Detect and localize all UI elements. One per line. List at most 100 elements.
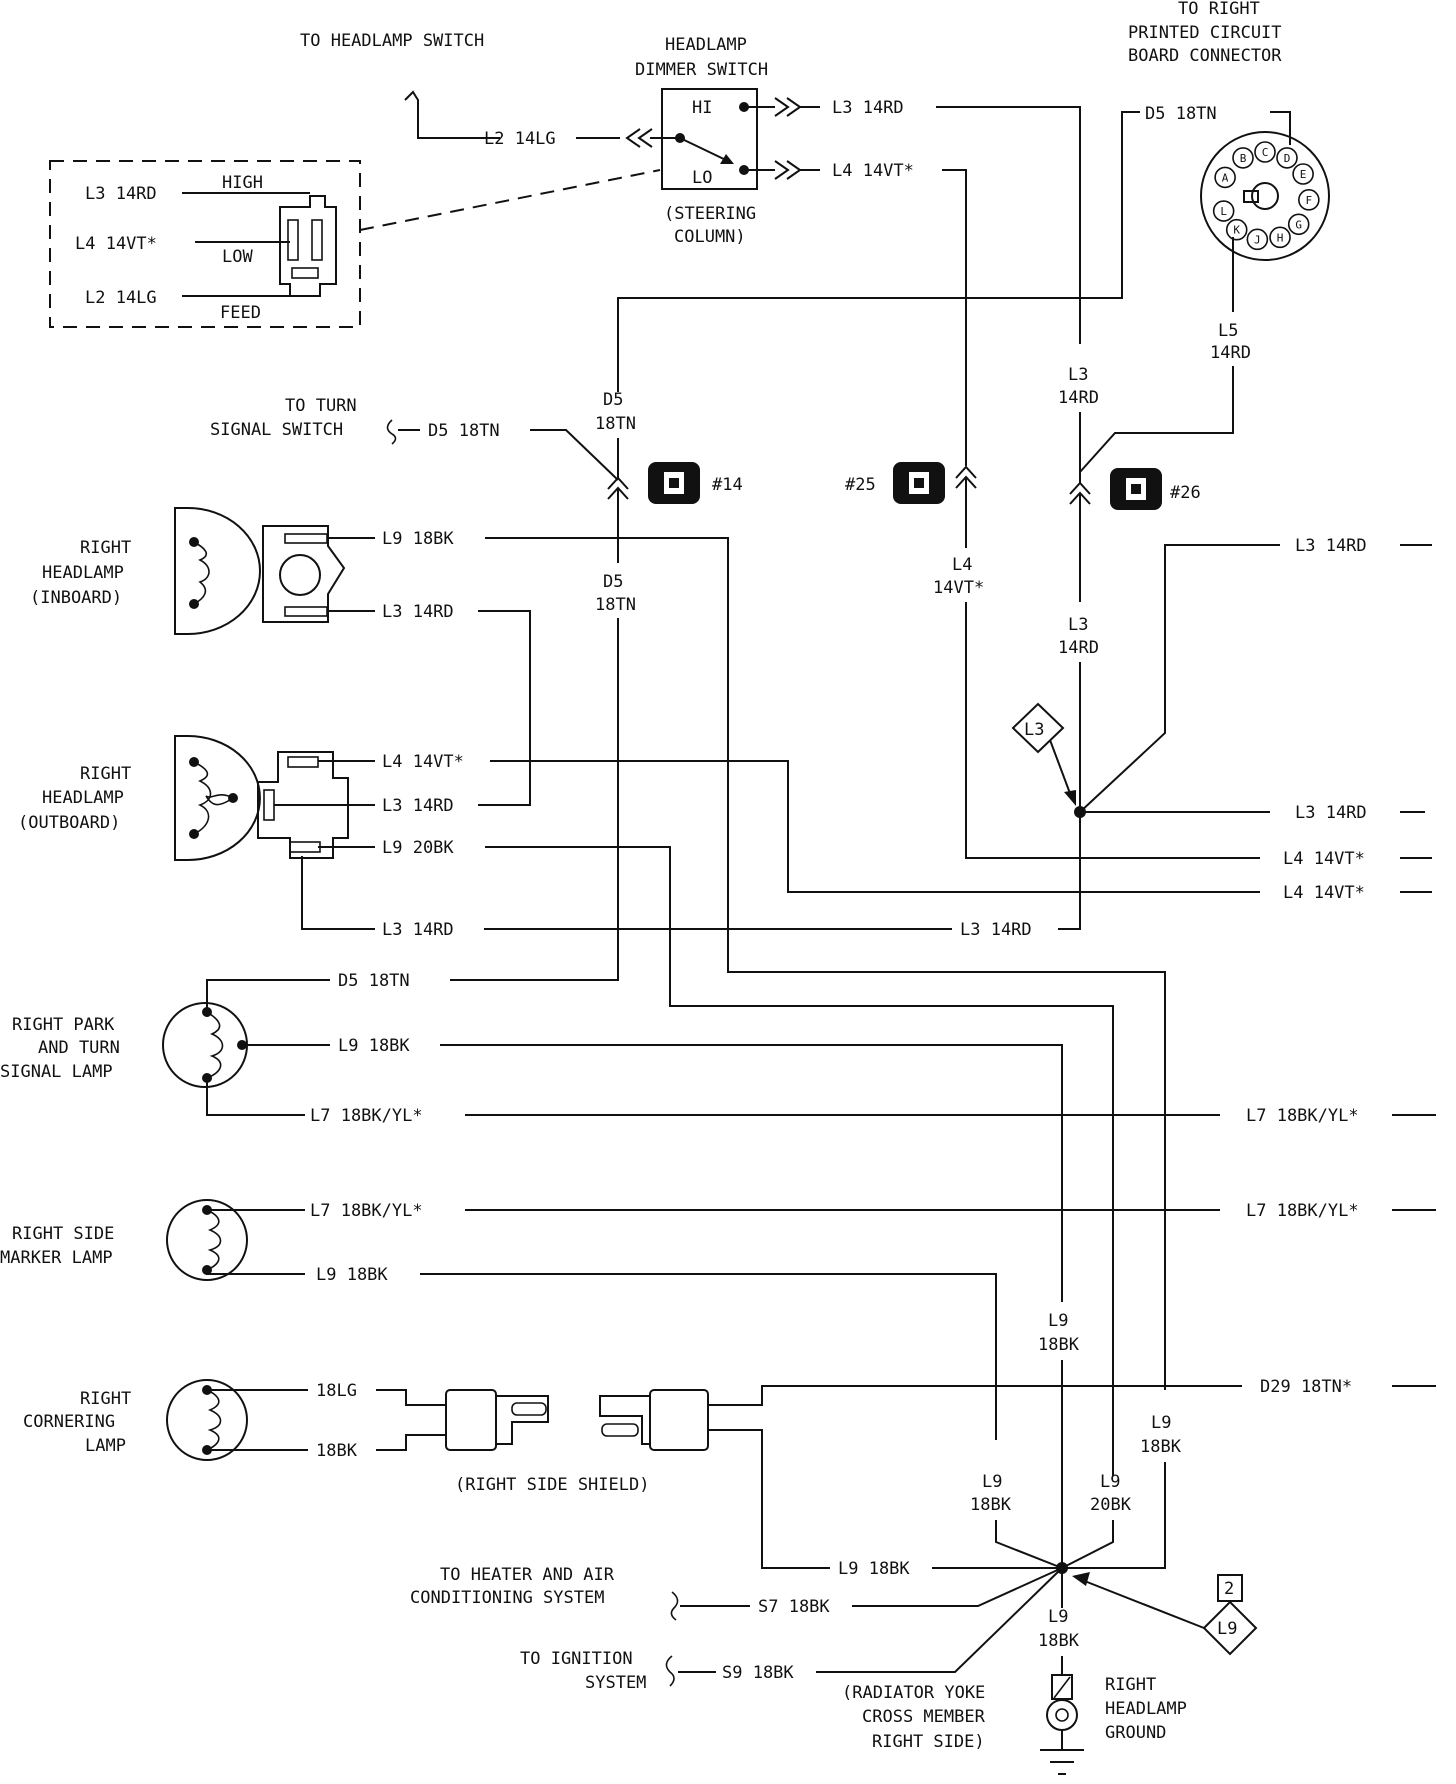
l3-lower-gauge: 14RD xyxy=(1058,638,1099,658)
cornering-label-3: LAMP xyxy=(85,1436,126,1456)
rh-inboard-label-2: HEADLAMP xyxy=(42,563,124,583)
side-marker-label-2: MARKER LAMP xyxy=(0,1248,113,1268)
pcb-pin-label-c: C xyxy=(1262,146,1269,159)
l9-left-gauge: 18BK xyxy=(970,1495,1012,1515)
pcb-pin-d xyxy=(1276,147,1298,169)
pcb-pin-j xyxy=(1246,228,1269,251)
inset-l4-label: L4 14VT* xyxy=(75,234,157,254)
radiator-yoke-label-3: RIGHT SIDE) xyxy=(872,1732,985,1752)
l3-splice-diamond xyxy=(1011,702,1065,754)
radiator-yoke-label-2: CROSS MEMBER xyxy=(862,1707,986,1727)
park-l7-label: L7 18BK/YL* xyxy=(310,1106,423,1126)
pcb-pin-label-b: B xyxy=(1240,152,1247,165)
pcb-pin-label-j: J xyxy=(1254,233,1261,246)
inset-low-label: LOW xyxy=(222,247,253,267)
connector-25-label: #25 xyxy=(845,475,876,495)
side-marker-lamp xyxy=(166,1199,248,1281)
d5-lower-label: D5 xyxy=(603,572,623,592)
s9-label: S9 18BK xyxy=(722,1663,794,1683)
pcb-pin-label-d: D xyxy=(1284,152,1291,165)
d5-upper-label: D5 xyxy=(603,390,623,410)
pcb-pin-l xyxy=(1212,200,1235,222)
dimmer-switch-arm xyxy=(679,137,731,163)
dimmer-lo-label: LO xyxy=(692,168,712,188)
pcb-pin-label-h: H xyxy=(1277,231,1284,244)
pcb-pin-label-a: A xyxy=(1222,171,1229,184)
park-lamp-label-3: SIGNAL LAMP xyxy=(0,1062,113,1082)
to-ignition-label-1: TO IGNITION xyxy=(520,1649,633,1669)
park-lamp-label-1: RIGHT PARK xyxy=(12,1015,115,1035)
connector-14-label: #14 xyxy=(712,475,743,495)
cornering-18lg-label: 18LG xyxy=(316,1381,357,1401)
cornering-label-2: CORNERING xyxy=(23,1412,115,1432)
cornering-label-1: RIGHT xyxy=(80,1389,131,1409)
steering-column-label-2: COLUMN) xyxy=(674,227,746,247)
l3-splice-label: L3 xyxy=(1024,720,1044,740)
l9-far-right-label: L9 xyxy=(1151,1413,1171,1433)
l9-left-label: L9 xyxy=(982,1472,1002,1492)
pcb-pin-h xyxy=(1269,226,1291,249)
l4-vertical-label: L4 xyxy=(952,555,972,575)
l9-ground-gauge: 18BK xyxy=(1038,1631,1080,1651)
right-side-shield-label: (RIGHT SIDE SHIELD) xyxy=(455,1475,649,1495)
outboard-l4-label: L4 14VT* xyxy=(382,752,464,772)
d5-lower-gauge: 18TN xyxy=(595,595,636,615)
rh-outboard-label-3: (OUTBOARD) xyxy=(18,813,120,833)
right-d29-label: D29 18TN* xyxy=(1260,1377,1352,1397)
l2-connector-chevron xyxy=(625,128,653,148)
to-right-pcb-label-2: PRINTED CIRCUIT xyxy=(1128,23,1282,43)
park-d5-label: D5 18TN xyxy=(338,971,410,991)
rh-inboard-label-1: RIGHT xyxy=(80,538,131,558)
bottom-l3-left-label: L3 14RD xyxy=(382,920,454,940)
pcb-pin-f xyxy=(1298,189,1320,211)
pcb-l5-gauge: 14RD xyxy=(1210,343,1251,363)
l9-splice-label: L9 xyxy=(1217,1619,1237,1639)
l3-upper-gauge: 14RD xyxy=(1058,388,1099,408)
l9-center-gauge: 18BK xyxy=(1038,1335,1080,1355)
rh-inboard-connector xyxy=(262,525,346,623)
radiator-yoke-label-1: (RADIATOR YOKE xyxy=(842,1683,985,1703)
inset-l3-label: L3 14RD xyxy=(85,184,157,204)
d5-upper-gauge: 18TN xyxy=(595,414,636,434)
bottom-l3-right-label: L3 14RD xyxy=(960,920,1032,940)
side-l7-label: L7 18BK/YL* xyxy=(310,1201,423,1221)
pcb-pin-e xyxy=(1292,163,1314,185)
rh-ground-label-1: RIGHT xyxy=(1105,1675,1156,1695)
dimmer-l3-label: L3 14RD xyxy=(832,98,904,118)
right-l4-a-label: L4 14VT* xyxy=(1283,849,1365,869)
to-ignition-label-2: SYSTEM xyxy=(585,1673,646,1693)
outboard-l9-label: L9 20BK xyxy=(382,838,454,858)
right-l4-b-label: L4 14VT* xyxy=(1283,883,1365,903)
right-l7-a-label: L7 18BK/YL* xyxy=(1246,1106,1359,1126)
to-turn-signal-label-2: SIGNAL SWITCH xyxy=(210,420,343,440)
l3-upper-label: L3 xyxy=(1068,365,1088,385)
dimmer-hi-label: HI xyxy=(692,98,712,118)
l9-center-label: L9 xyxy=(1048,1311,1068,1331)
l2-14lg-label: L2 14LG xyxy=(484,129,556,149)
dimmer-connector-inset xyxy=(49,160,361,328)
cornering-lamp xyxy=(166,1379,248,1461)
pcb-pin-label-k: K xyxy=(1233,224,1240,237)
inboard-l9-label: L9 18BK xyxy=(382,529,454,549)
pcb-pin-label-f: F xyxy=(1306,194,1313,207)
park-l9-label: L9 18BK xyxy=(338,1036,410,1056)
side-marker-label-1: RIGHT SIDE xyxy=(12,1224,114,1244)
to-heater-label-2: CONDITIONING SYSTEM xyxy=(410,1588,604,1608)
l9-mid-right-label: L9 xyxy=(1100,1472,1120,1492)
outboard-l3-label: L3 14RD xyxy=(382,796,454,816)
rh-inboard-label-3: (INBOARD) xyxy=(30,588,122,608)
inboard-l3-label: L3 14RD xyxy=(382,602,454,622)
inset-high-label: HIGH xyxy=(222,173,263,193)
inset-l2-label: L2 14LG xyxy=(85,288,157,308)
pcb-pin-k xyxy=(1225,218,1248,241)
s7-label: S7 18BK xyxy=(758,1597,830,1617)
rh-outboard-label-1: RIGHT xyxy=(80,764,131,784)
to-headlamp-switch-label: TO HEADLAMP SWITCH xyxy=(300,31,484,51)
pcb-pin-b xyxy=(1232,147,1254,169)
rh-outboard-label-2: HEADLAMP xyxy=(42,788,124,808)
park-lamp-label-2: AND TURN xyxy=(38,1038,120,1058)
pcb-l5-label: L5 xyxy=(1218,321,1238,341)
shield-connector-right xyxy=(599,1389,709,1451)
